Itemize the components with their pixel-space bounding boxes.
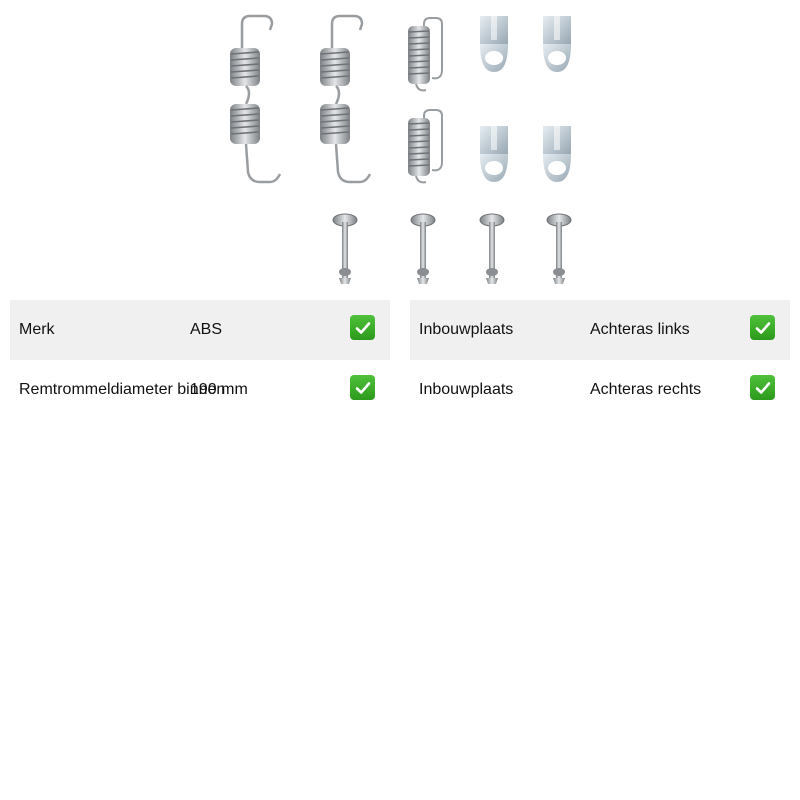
hold-down-pin-1 bbox=[332, 213, 358, 285]
retaining-clip-2 bbox=[543, 16, 571, 72]
retaining-clip-4 bbox=[543, 126, 571, 182]
spec-value: Achteras rechts bbox=[590, 381, 702, 398]
spec-label: Remtrommeldiameter binnen bbox=[19, 381, 226, 398]
retaining-clip-1 bbox=[480, 16, 508, 72]
spec-row-fitting-position-left: Inbouwplaats Achteras links bbox=[410, 300, 790, 360]
small-spring-2 bbox=[407, 109, 443, 184]
return-spring-2 bbox=[318, 14, 372, 184]
return-spring-1 bbox=[228, 14, 282, 184]
spec-row-drum-diameter: Remtrommeldiameter binnen 190 mm bbox=[10, 360, 390, 420]
check-icon bbox=[350, 375, 375, 400]
spec-label: Inbouwplaats bbox=[419, 381, 514, 398]
spec-label: Merk bbox=[19, 321, 55, 338]
check-icon bbox=[750, 375, 775, 400]
retaining-clip-3 bbox=[480, 126, 508, 182]
spec-row-fitting-position-right: Inbouwplaats Achteras rechts bbox=[410, 360, 790, 420]
hold-down-pin-4 bbox=[546, 213, 572, 285]
spec-label: Inbouwplaats bbox=[419, 321, 514, 338]
hold-down-pin-3 bbox=[479, 213, 505, 285]
spec-table-right: Inbouwplaats Achteras links Inbouwplaats… bbox=[410, 300, 790, 420]
hold-down-pin-2 bbox=[410, 213, 436, 285]
check-icon bbox=[750, 315, 775, 340]
spec-table-left: Merk ABS Remtrommeldiameter binnen 190 m… bbox=[10, 300, 390, 420]
check-icon bbox=[350, 315, 375, 340]
product-image bbox=[210, 0, 590, 290]
small-spring-1 bbox=[407, 17, 443, 92]
spec-row-brand: Merk ABS bbox=[10, 300, 390, 360]
spec-value: Achteras links bbox=[590, 321, 690, 338]
spec-value: 190 mm bbox=[190, 381, 248, 398]
brake-kit-illustration bbox=[228, 14, 572, 285]
spec-value: ABS bbox=[190, 321, 223, 338]
